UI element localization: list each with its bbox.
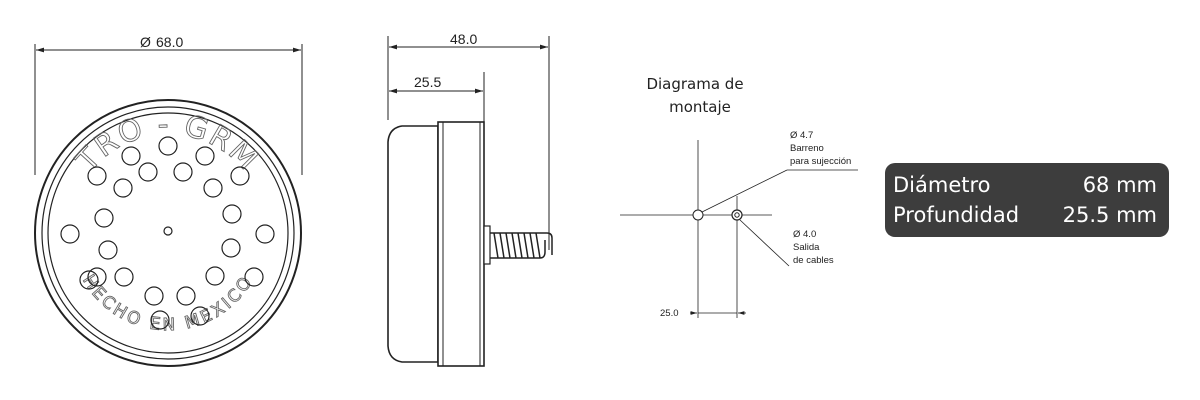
mounting-hole — [692, 209, 704, 221]
spec-value: 25.5 mm — [1062, 203, 1157, 227]
hole2-purpose: de cables — [793, 255, 834, 266]
side-depth-label: 48.0 — [450, 31, 477, 47]
housing-outline — [34, 99, 302, 367]
mounting-title-line1: Diagrama de — [646, 75, 743, 93]
hole2-name: Salida — [793, 242, 820, 253]
embossed-lettering: TRO - GRM HECHO EN MEXICO — [69, 107, 265, 336]
cable — [490, 232, 553, 259]
cable-exit-hole — [731, 209, 743, 221]
hole2-diameter: Ø 4.0 — [793, 229, 816, 240]
mounting-diagram: Diagrama de montaje Ø 4.7 Barreno para s… — [620, 75, 858, 319]
hole1-diameter: Ø 4.7 — [790, 130, 813, 141]
spec-label: Diámetro — [893, 173, 991, 197]
specs-box: Diámetro 68 mm Profundidad 25.5 mm — [885, 163, 1169, 237]
side-view: 48.0 25.5 — [387, 31, 553, 367]
speaker-holes — [60, 136, 275, 330]
spec-row-diameter: Diámetro 68 mm — [893, 171, 1157, 199]
front-diameter-dimension — [34, 44, 303, 175]
front-diameter-symbol: Ø — [140, 34, 151, 50]
front-view: Ø 68.0 TRO - GRM HECHO EN MEXICO — [34, 34, 303, 367]
side-body-label: 25.5 — [414, 74, 441, 90]
mounting-title-line2: montaje — [669, 98, 731, 116]
spacing-label: 25.0 — [660, 308, 679, 319]
front-diameter-label: 68.0 — [156, 34, 183, 50]
spec-value: 68 mm — [1082, 173, 1157, 197]
hole1-purpose: para sujección — [790, 156, 851, 167]
side-dimensions — [387, 36, 550, 250]
hole1-name: Barreno — [790, 143, 824, 154]
spec-row-depth: Profundidad 25.5 mm — [893, 201, 1157, 229]
leader-lines — [701, 169, 858, 267]
spec-label: Profundidad — [893, 203, 1020, 227]
housing-profile — [387, 121, 491, 367]
center-hole — [163, 226, 173, 236]
